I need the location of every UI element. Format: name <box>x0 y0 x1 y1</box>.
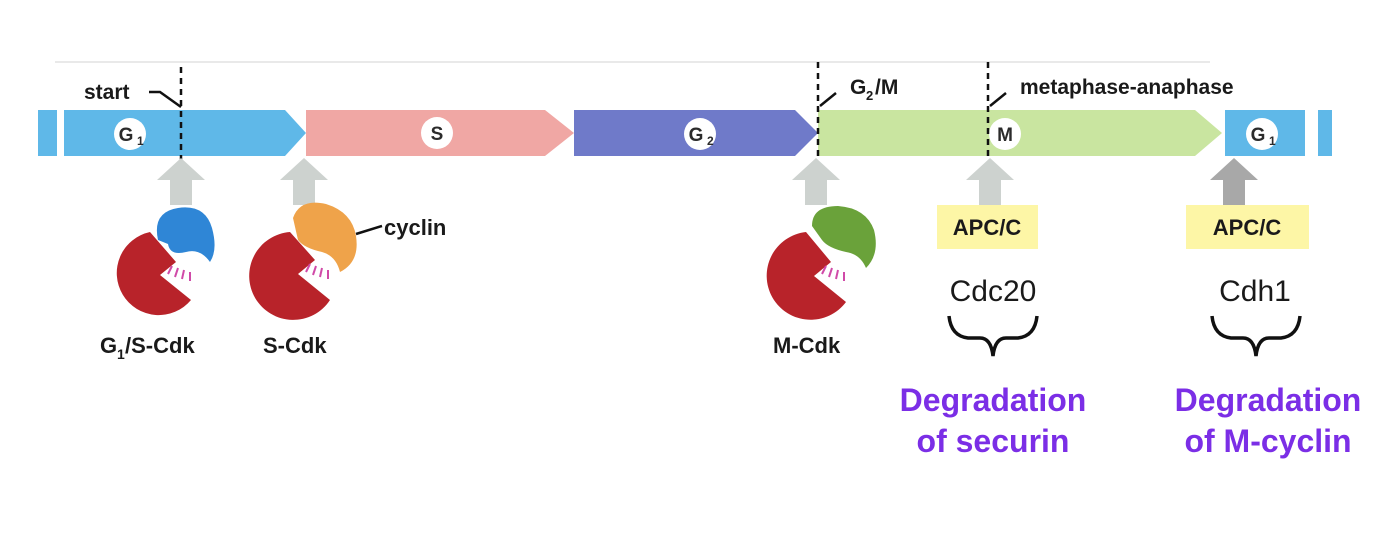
cyclin-leader-line <box>355 224 383 236</box>
g1s-cdk-label-sub: 1 <box>117 346 125 362</box>
degradation-securin-line1: Degradation <box>900 382 1087 418</box>
phase-label-g1-right: G 1 <box>1246 118 1278 150</box>
degradation-securin-line2: of securin <box>917 423 1070 459</box>
cdk-g1s-icon <box>116 232 191 316</box>
cdk-m-icon <box>766 232 846 320</box>
checkpoint-metaphase-anaphase: metaphase-anaphase <box>986 62 1234 160</box>
arrow-g1s <box>157 158 205 205</box>
checkpoint-g2m: G 2 /M <box>816 62 898 160</box>
checkpoint-start: start <box>84 67 183 160</box>
cdc20-brace <box>947 315 1039 357</box>
s-cdk-label: S-Cdk <box>263 333 327 358</box>
phase-g1-right-sub: 1 <box>1269 134 1276 148</box>
phase-g1-left-sub: 1 <box>137 134 144 148</box>
cdc20-label: Cdc20 <box>950 275 1037 308</box>
g2m-label-main: G <box>850 76 866 99</box>
phase-g2-main: G <box>689 125 704 146</box>
start-leader-line <box>149 90 182 109</box>
apc-cdc20-group: APC/C Cdc20 Degradation of securin <box>900 205 1087 459</box>
cyclin-label: cyclin <box>384 215 446 240</box>
phase-m-main: M <box>997 125 1013 146</box>
phospho-m-icon <box>821 265 845 281</box>
apc-left-box <box>937 205 1038 249</box>
start-label: start <box>84 81 130 104</box>
g2m-leader-line <box>819 92 837 107</box>
grey-arrows <box>157 158 1014 205</box>
g1s-cdk-label-pre: G <box>100 333 117 358</box>
phase-label-s: S <box>421 117 453 149</box>
phase-label-g1-left: G 1 <box>114 118 146 150</box>
cdh1-label: Cdh1 <box>1219 275 1291 308</box>
g2m-label-sub: 2 <box>866 88 873 103</box>
g1s-cdk-complex <box>116 207 215 316</box>
meta-ana-leader-line <box>989 92 1007 107</box>
meta-ana-label: metaphase-anaphase <box>1020 76 1234 99</box>
apc-cdh1-group: APC/C Cdh1 Degradation of M-cyclin <box>1175 205 1362 459</box>
g1-left-stub <box>38 110 57 156</box>
phospho-s-icon <box>305 263 329 279</box>
phase-g2-sub: 2 <box>707 134 714 148</box>
cdk-s-icon <box>249 232 330 320</box>
phase-g1-right-main: G <box>1251 125 1266 146</box>
g1s-cdk-label: G 1 /S-Cdk <box>100 333 195 362</box>
g1s-cdk-label-post: /S-Cdk <box>125 333 195 358</box>
g1-right-stub <box>1318 110 1332 156</box>
g1-phase-arrow <box>64 110 306 156</box>
g2m-label-rest: /M <box>875 76 898 99</box>
phospho-g1s-icon <box>167 265 191 281</box>
degradation-mcyclin-line2: of M-cyclin <box>1184 423 1351 459</box>
s-cdk-complex <box>249 202 383 320</box>
cyclin-s-icon <box>293 202 357 272</box>
arrow-s <box>280 158 328 205</box>
arrow-apc-cdc20 <box>966 158 1014 205</box>
cyclin-g1s-icon <box>156 207 215 262</box>
arrow-apc-cdh1 <box>1210 158 1258 205</box>
cyclin-m-icon <box>812 206 876 268</box>
phase-label-m: M <box>989 118 1021 150</box>
phase-label-g2: G 2 <box>684 118 716 150</box>
m-cdk-complex <box>766 206 876 320</box>
degradation-mcyclin-line1: Degradation <box>1175 382 1362 418</box>
phase-s-main: S <box>431 124 444 145</box>
apc-right-box <box>1186 205 1309 249</box>
phase-g1-left-main: G <box>119 125 134 146</box>
arrow-m <box>792 158 840 205</box>
cdh1-brace <box>1210 315 1302 357</box>
m-cdk-label: M-Cdk <box>773 333 841 358</box>
apc-right-label: APC/C <box>1213 215 1282 240</box>
apc-left-label: APC/C <box>953 215 1022 240</box>
